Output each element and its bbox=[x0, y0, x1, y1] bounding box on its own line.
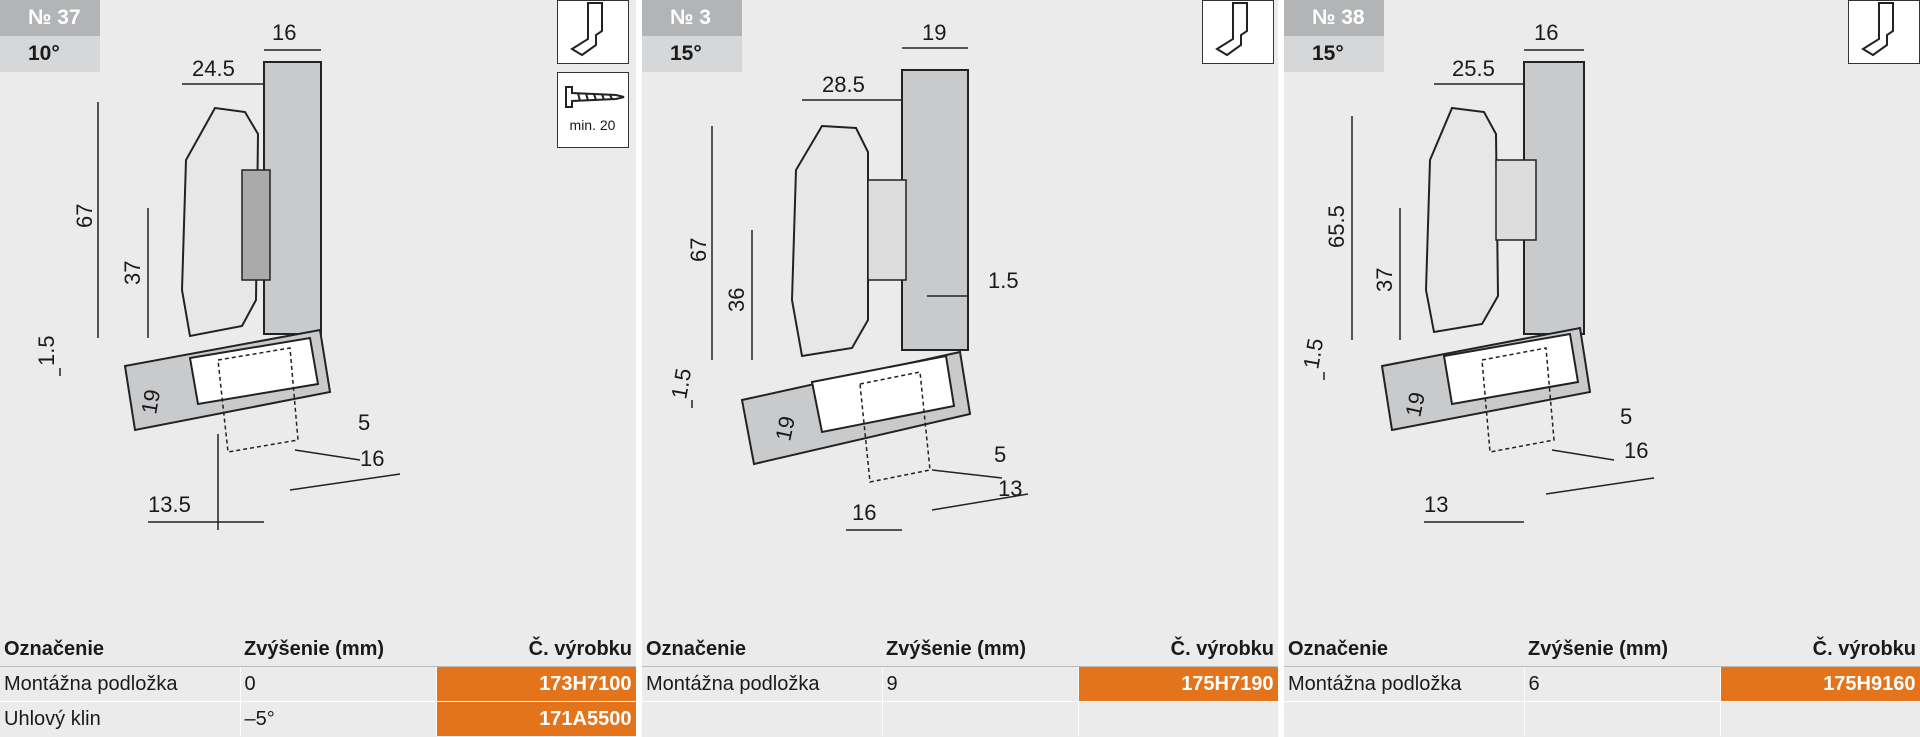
row-name: Montážna podložka bbox=[642, 666, 883, 702]
hinge-angle: 15° bbox=[642, 36, 742, 72]
table-row: Uhlový klin –5° 171A5500 bbox=[0, 701, 636, 736]
dim-bottom: 13 bbox=[1424, 492, 1448, 517]
row-code: 171A5500 bbox=[436, 701, 636, 736]
row-code: 173H7100 bbox=[436, 666, 636, 702]
panel-no-37: № 37 10° min. 20 16 24.5 67 bbox=[0, 0, 636, 737]
header-name: Označenie bbox=[642, 632, 882, 667]
hinge-mount-icon bbox=[557, 0, 629, 64]
spec-table: Označenie Zvýšenie (mm) Č. výrobku Montá… bbox=[0, 632, 636, 736]
row-rise: –5° bbox=[240, 701, 437, 736]
dim-gap: 1.5 bbox=[666, 366, 696, 400]
spec-table: Označenie Zvýšenie (mm) Č. výrobku Montá… bbox=[1284, 632, 1920, 736]
table-row-empty bbox=[1284, 701, 1920, 736]
hinge-angle: 10° bbox=[0, 36, 100, 72]
spec-table: Označenie Zvýšenie (mm) Č. výrobku Montá… bbox=[642, 632, 1278, 736]
table-row-empty bbox=[642, 701, 1278, 736]
dim-h2: 37 bbox=[1372, 268, 1397, 292]
row-name: Montážna podložka bbox=[0, 666, 241, 702]
row-name: Montážna podložka bbox=[1284, 666, 1525, 702]
hinge-diagram: 16 25.5 65.5 37 1.5 19 5 16 13 bbox=[1298, 20, 1655, 523]
screw-label: min. 20 bbox=[569, 117, 616, 133]
table-row: Montážna podložka 6 175H9160 bbox=[1284, 666, 1920, 702]
hinge-number: № 38 bbox=[1284, 0, 1384, 36]
dim-d2: 16 bbox=[1624, 438, 1648, 463]
dim-d2: 13 bbox=[998, 476, 1022, 501]
dim-top: 16 bbox=[1534, 20, 1558, 45]
dim-d1: 5 bbox=[358, 410, 370, 435]
panel-no-38: № 38 15° 16 25.5 65.5 37 1.5 19 5 16 13 bbox=[1284, 0, 1920, 737]
screw-icon: min. 20 bbox=[557, 72, 629, 148]
dim-cup: 28.5 bbox=[822, 72, 865, 97]
dim-thick: 19 bbox=[770, 414, 800, 443]
dim-d1: 5 bbox=[994, 442, 1006, 467]
dim-h2: 37 bbox=[120, 261, 145, 285]
header-name: Označenie bbox=[1284, 632, 1524, 667]
panel-no-3: № 3 15° 19 28.5 67 36 1.5 1.5 19 5 13 1 bbox=[642, 0, 1278, 737]
dim-h1: 65.5 bbox=[1324, 205, 1349, 248]
row-rise: 0 bbox=[240, 666, 437, 702]
row-rise: 9 bbox=[882, 666, 1079, 702]
row-code: 175H7190 bbox=[1078, 666, 1278, 702]
hinge-mount-icon bbox=[1202, 0, 1274, 64]
row-code: 175H9160 bbox=[1720, 666, 1920, 702]
row-rise: 6 bbox=[1524, 666, 1721, 702]
hinge-angle: 15° bbox=[1284, 36, 1384, 72]
dim-h1: 67 bbox=[686, 238, 711, 262]
hinge-number: № 37 bbox=[0, 0, 100, 36]
hinge-mount-icon bbox=[1848, 0, 1920, 64]
dim-h1: 67 bbox=[72, 204, 97, 228]
header-code: Č. výrobku bbox=[436, 632, 636, 667]
dim-cup: 25.5 bbox=[1452, 56, 1495, 81]
dim-d1: 5 bbox=[1620, 404, 1632, 429]
dim-side: 1.5 bbox=[988, 268, 1019, 293]
dim-thick: 19 bbox=[1400, 390, 1430, 419]
hinge-diagram: 16 24.5 67 37 1.5 19 5 16 13.5 bbox=[34, 20, 401, 530]
table-row: Montážna podložka 9 175H7190 bbox=[642, 666, 1278, 702]
header-rise: Zvýšenie (mm) bbox=[1524, 632, 1720, 667]
hinge-number: № 3 bbox=[642, 0, 742, 36]
dim-bottom: 16 bbox=[852, 500, 876, 525]
header-name: Označenie bbox=[0, 632, 240, 667]
dim-gap: 1.5 bbox=[34, 335, 59, 366]
dim-h2: 36 bbox=[724, 288, 749, 312]
dim-gap: 1.5 bbox=[1298, 336, 1328, 370]
header-code: Č. výrobku bbox=[1720, 632, 1920, 667]
dim-top: 16 bbox=[272, 20, 296, 45]
hinge-diagram: 19 28.5 67 36 1.5 1.5 19 5 13 16 bbox=[666, 20, 1029, 531]
header-rise: Zvýšenie (mm) bbox=[882, 632, 1078, 667]
header-rise: Zvýšenie (mm) bbox=[240, 632, 436, 667]
row-name: Uhlový klin bbox=[0, 701, 241, 736]
header-code: Č. výrobku bbox=[1078, 632, 1278, 667]
dim-thick: 19 bbox=[136, 387, 165, 415]
dim-d2: 16 bbox=[360, 446, 384, 471]
dim-cup: 24.5 bbox=[192, 56, 235, 81]
dim-bottom: 13.5 bbox=[148, 492, 191, 517]
dim-top: 19 bbox=[922, 20, 946, 45]
table-row: Montážna podložka 0 173H7100 bbox=[0, 666, 636, 702]
